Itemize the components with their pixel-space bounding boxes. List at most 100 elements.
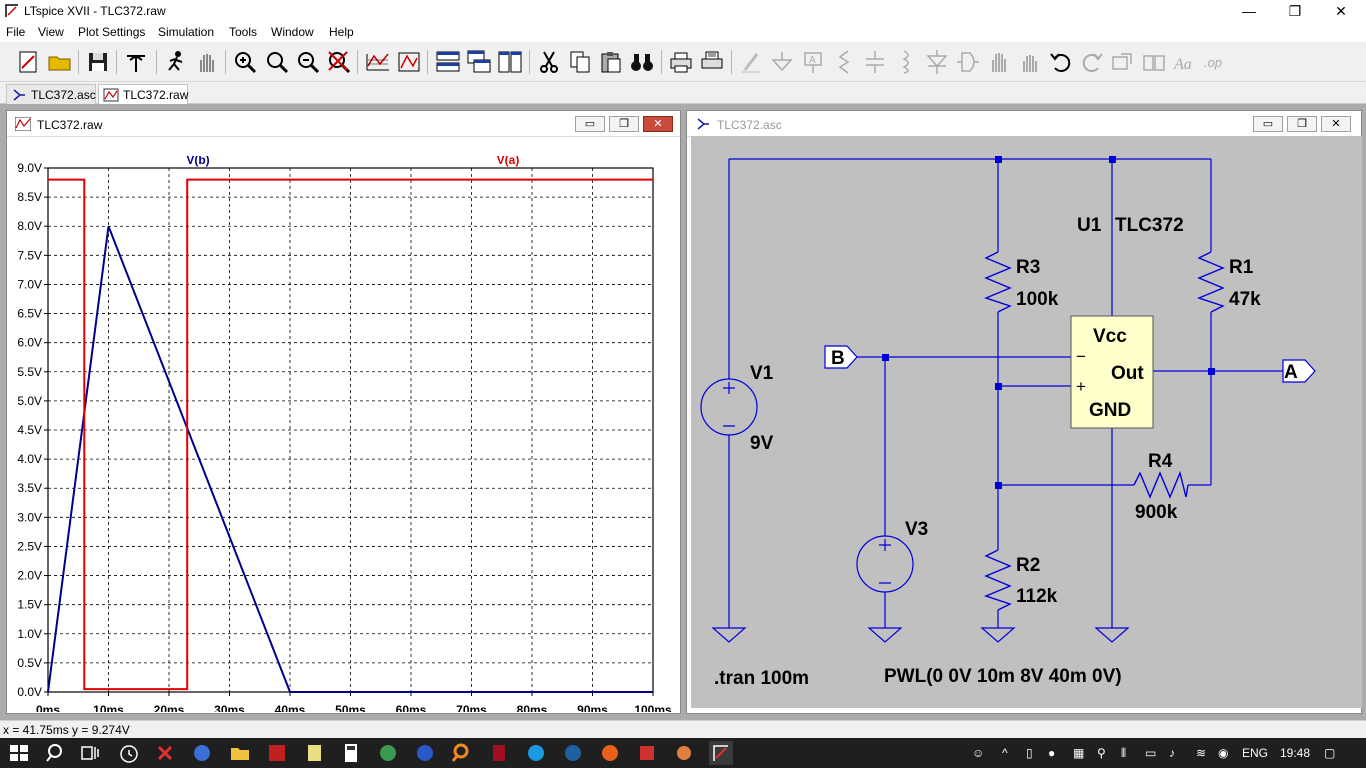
wifi-icon[interactable]: ≋ [1196,746,1207,760]
chrome-icon[interactable]: ◉ [1218,746,1229,760]
gear-app-icon[interactable] [672,741,696,765]
waveform-window-titlebar[interactable]: TLC372.raw ▭ ❐ ✕ [7,111,680,137]
language-indicator[interactable]: ENG [1242,746,1269,760]
menu-file[interactable]: File [6,25,26,39]
tab-waveform[interactable]: TLC372.raw [98,84,188,104]
drag-hand-icon[interactable] [1016,48,1044,76]
task-view-icon[interactable] [78,741,102,765]
globe-app-icon[interactable] [561,741,585,765]
red-tool-app-icon[interactable] [635,741,659,765]
rotate-icon[interactable] [1109,48,1137,76]
print-icon[interactable] [667,48,695,76]
inductor-icon[interactable] [892,48,920,76]
waveform-minimize-button[interactable]: ▭ [575,116,605,132]
new-schematic-icon[interactable] [14,48,42,76]
clock[interactable]: 19:48 [1280,746,1311,760]
y-tick-label: 3.5V [17,481,42,495]
open-folder-icon[interactable] [46,48,74,76]
ltspice-app-icon [5,4,18,17]
ltspice-taskbar-icon[interactable] [709,741,733,765]
tile-horizontal-icon[interactable] [434,48,462,76]
tab-schematic[interactable]: TLC372.asc [6,84,96,104]
redo-icon[interactable] [1078,48,1106,76]
schematic-restore-button[interactable]: ❐ [1287,116,1317,132]
clock-app-icon[interactable] [117,741,141,765]
waveform-plot[interactable]: 9.0V8.5V8.0V7.5V7.0V6.5V6.0V5.5V5.0V4.5V… [8,156,678,712]
zoom-out-icon[interactable] [294,48,322,76]
paste-icon[interactable] [597,48,625,76]
search-icon[interactable] [44,741,68,765]
menu-tools[interactable]: Tools [229,25,258,39]
cut-icon[interactable] [535,48,563,76]
waveform-close-button[interactable]: ✕ [643,116,673,132]
menu-help[interactable]: Help [329,25,354,39]
red-x-app-icon[interactable] [153,741,177,765]
series-line-vb [47,225,653,693]
zoom-in-icon[interactable] [231,48,259,76]
minimize-button[interactable]: — [1242,3,1256,19]
restore-button[interactable]: ❐ [1288,3,1302,19]
green-globe-icon[interactable] [376,741,400,765]
schematic-close-button[interactable]: ✕ [1321,116,1351,132]
resistor-icon[interactable] [830,48,858,76]
menu-plot-settings[interactable]: Plot Settings [78,25,146,39]
red-grid-app-icon[interactable] [265,741,289,765]
people-icon[interactable]: ☺ [972,746,985,760]
halt-hand-icon[interactable] [193,48,221,76]
firefox-icon[interactable] [598,741,622,765]
component-icon[interactable] [954,48,982,76]
autorange-icon[interactable] [364,48,392,76]
waveform-restore-button[interactable]: ❐ [609,116,639,132]
legend-label: V(b) [186,156,209,167]
windows-start-icon[interactable] [7,741,31,765]
cascade-icon[interactable] [465,48,493,76]
spice-directive-icon[interactable]: .op [1202,48,1230,76]
menu-simulation[interactable]: Simulation [158,25,215,39]
schematic-minimize-button[interactable]: ▭ [1253,116,1283,132]
capacitor-icon[interactable] [861,48,889,76]
zoom-icon[interactable] [263,48,291,76]
volume-icon[interactable]: ♪ [1169,746,1175,760]
tray-signal-icon[interactable]: ⫴ [1121,746,1127,760]
tray-monitor-icon[interactable]: ▭ [1145,746,1157,760]
tray-search-icon[interactable]: ⚲ [1097,746,1106,760]
undo-icon[interactable] [1047,48,1075,76]
copy-icon[interactable] [566,48,594,76]
blue-search-app-icon[interactable] [413,741,437,765]
print-setup-icon[interactable] [698,48,726,76]
orange-search-app-icon[interactable] [450,741,474,765]
tray-app-icon[interactable]: ● [1048,746,1056,760]
ground-icon[interactable] [768,48,796,76]
schematic-window-titlebar[interactable]: TLC372.asc ▭ ❐ ✕ [687,111,1361,137]
y-tick-label: 0.5V [17,656,42,670]
mirror-icon[interactable] [1140,48,1168,76]
save-icon[interactable] [84,48,112,76]
menu-window[interactable]: Window [271,25,314,39]
skype-icon[interactable] [524,741,548,765]
label-net-icon[interactable]: A [799,48,827,76]
schematic-canvas[interactable]: U1 TLC372 R3 100k R1 47k R4 900k R2 112k… [691,136,1362,708]
run-icon[interactable] [162,48,190,76]
battery-icon[interactable]: ▯ [1026,746,1033,760]
calculator-icon[interactable] [339,741,363,765]
blue-app-icon[interactable] [190,741,214,765]
text-icon[interactable]: Aa [1171,48,1199,76]
diode-icon[interactable] [923,48,951,76]
tray-grid-icon[interactable]: ▦ [1073,746,1085,760]
notifications-icon[interactable]: ▢ [1324,746,1336,760]
wire-pencil-icon[interactable] [737,48,765,76]
tray-chevron-icon[interactable]: ^ [1002,746,1008,760]
find-binoculars-icon[interactable] [628,48,656,76]
notepad-icon[interactable] [302,741,326,765]
plot-icon[interactable] [395,48,423,76]
y-tick-label: 8.5V [17,190,42,204]
close-button[interactable]: ✕ [1335,3,1347,19]
y-tick-label: 4.0V [17,452,42,466]
move-hand-icon[interactable] [985,48,1013,76]
menu-view[interactable]: View [38,25,64,39]
zoom-fit-icon[interactable] [325,48,353,76]
control-panel-icon[interactable] [122,48,150,76]
red-book-app-icon[interactable] [487,741,511,765]
file-explorer-icon[interactable] [228,741,252,765]
tile-vertical-icon[interactable] [496,48,524,76]
